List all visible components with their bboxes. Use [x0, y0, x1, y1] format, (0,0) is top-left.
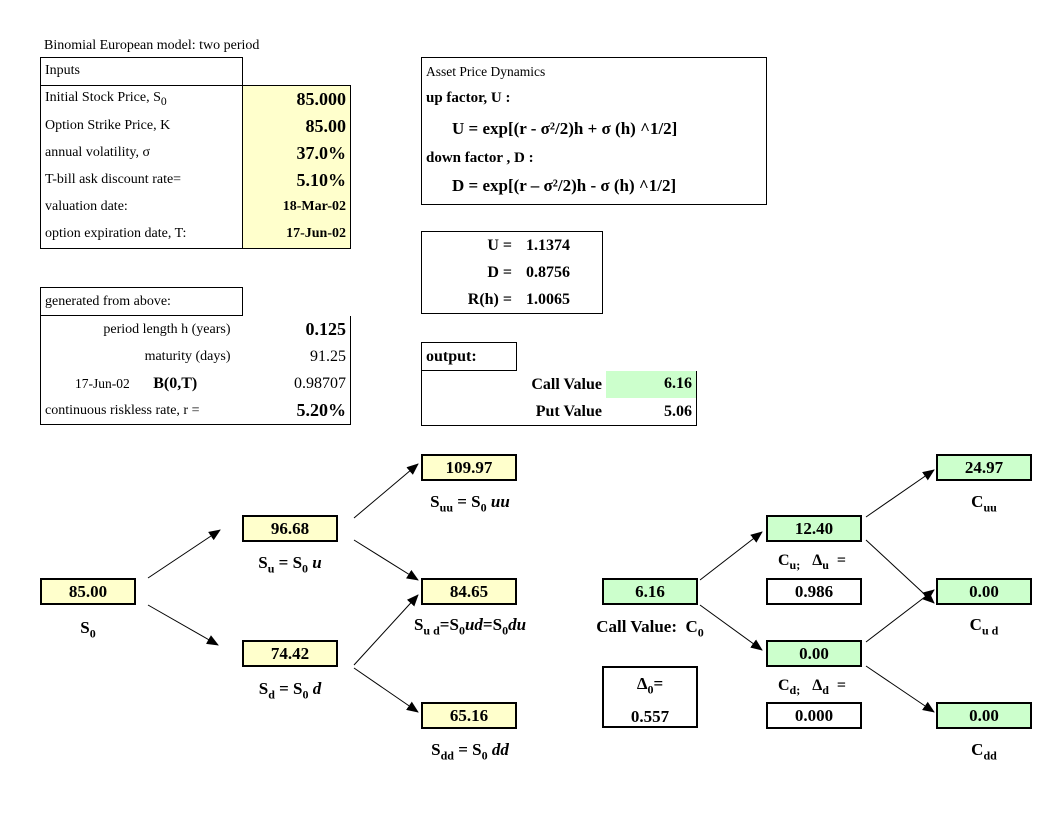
input-value-stock-price[interactable]: 85.000: [242, 84, 351, 113]
put-value-label: Put Value: [421, 398, 606, 426]
caption-c0: Call Value: C0: [596, 617, 704, 640]
maturity-value: 91.25: [242, 343, 351, 370]
generated-header: generated from above:: [40, 287, 243, 316]
period-length-label: period length h (years): [40, 315, 243, 343]
maturity-label: maturity (days): [40, 343, 243, 370]
input-label-stock-price: Initial Stock Price, S0: [40, 84, 243, 113]
caption-cd: Cd; Δd =: [777, 677, 847, 698]
arrow-su-suu: [353, 463, 419, 519]
caption-cdd: Cdd: [971, 740, 997, 763]
input-label-valuation-date: valuation date:: [40, 193, 243, 221]
caption-sud: Su d=S0ud=S0du: [413, 615, 527, 638]
input-value-valuation-date[interactable]: 18-Mar-02: [242, 193, 351, 221]
arrow-s0-sd: [147, 604, 219, 646]
delta0-box: Δ0= 0.557: [602, 666, 698, 728]
arrow-c0-cu: [699, 531, 763, 581]
input-label-strike: Option Strike Price, K: [40, 112, 243, 140]
input-value-volatility[interactable]: 37.0%: [242, 139, 351, 167]
arrow-cd-cdd: [865, 665, 935, 713]
caption-cuu: Cuu: [971, 492, 997, 515]
node-cdd: 0.00: [936, 702, 1032, 729]
rh-label: R(h) =: [467, 290, 512, 308]
input-value-tbill[interactable]: 5.10%: [242, 166, 351, 194]
u-label: U =: [487, 236, 512, 254]
arrow-s0-su: [147, 529, 221, 579]
generated-table: generated from above: period length h (y…: [40, 287, 351, 425]
output-table: output: Call Value 6.16 Put Value 5.06: [421, 342, 697, 426]
arrow-su-sud: [353, 539, 419, 581]
node-sdd: 65.16: [421, 702, 517, 729]
d-label: D =: [487, 263, 512, 281]
input-value-expiration[interactable]: 17-Jun-02: [242, 220, 351, 249]
d-value: 0.8756: [526, 263, 570, 281]
arrow-cu-cud: [865, 539, 935, 604]
caption-s0: S0: [80, 618, 96, 641]
node-suu: 109.97: [421, 454, 517, 481]
node-c0: 6.16: [602, 578, 698, 605]
arrow-sd-sud: [353, 594, 419, 666]
input-label-volatility: annual volatility, σ: [40, 139, 243, 167]
node-s0: 85.00: [40, 578, 136, 605]
rh-value: 1.0065: [526, 290, 570, 308]
caption-cud: Cu d: [969, 615, 999, 638]
u-value: 1.1374: [526, 236, 570, 254]
node-cu: 12.40: [766, 515, 862, 542]
output-header: output:: [421, 342, 517, 371]
asset-dynamics-box: Asset Price Dynamics up factor, U : U = …: [421, 57, 767, 205]
page-title: Binomial European model: two period: [44, 38, 260, 53]
caption-sdd: Sdd = S0 dd: [431, 740, 509, 763]
node-cd: 0.00: [766, 640, 862, 667]
delta0-label: Δ0=: [636, 674, 664, 697]
up-factor-formula: U = exp[(r - σ²/2)h + σ (h) ^1/2]: [452, 119, 678, 138]
input-label-expiration: option expiration date, T:: [40, 220, 243, 249]
arrow-c0-cd: [699, 604, 763, 651]
inputs-header: Inputs: [40, 57, 243, 86]
caption-cu: Cu; Δu =: [777, 552, 847, 573]
delta-u-box: 0.986: [766, 578, 862, 605]
down-factor-formula: D = exp[(r – σ²/2)h - σ (h) ^1/2]: [452, 176, 677, 195]
riskless-rate-value: 5.20%: [242, 397, 351, 425]
arrow-sd-sdd: [353, 667, 419, 713]
bond-row-label: 17-Jun-02 B(0,T): [40, 370, 243, 397]
call-value-label: Call Value: [421, 370, 606, 398]
caption-suu: Suu = S0 uu: [430, 492, 510, 515]
dynamics-header: Asset Price Dynamics: [426, 64, 546, 79]
input-value-strike[interactable]: 85.00: [242, 112, 351, 140]
node-sud: 84.65: [421, 578, 517, 605]
riskless-rate-label: continuous riskless rate, r =: [40, 397, 243, 425]
node-sd: 74.42: [242, 640, 338, 667]
node-cuu: 24.97: [936, 454, 1032, 481]
call-value-output: 6.16: [606, 370, 697, 398]
bond-label: B(0,T): [153, 374, 198, 392]
bond-value: 0.98707: [242, 370, 351, 397]
caption-su: Su = S0 u: [258, 553, 322, 576]
node-su: 96.68: [242, 515, 338, 542]
put-value-output: 5.06: [606, 398, 697, 426]
delta0-value: 0.557: [630, 707, 670, 727]
caption-sd: Sd = S0 d: [258, 679, 322, 702]
period-length-value: 0.125: [242, 315, 351, 343]
node-cud: 0.00: [936, 578, 1032, 605]
input-label-tbill: T-bill ask discount rate=: [40, 166, 243, 194]
arrow-cd-cud: [865, 589, 935, 643]
delta-d-box: 0.000: [766, 702, 862, 729]
factors-table: U = 1.1374 D = 0.8756 R(h) = 1.0065: [421, 231, 603, 314]
arrow-cu-cuu: [865, 469, 935, 518]
bond-date: 17-Jun-02: [75, 375, 130, 391]
inputs-table: Inputs Initial Stock Price, S0 85.000 Op…: [40, 57, 351, 249]
down-factor-label: down factor , D :: [426, 150, 534, 166]
up-factor-label: up factor, U :: [426, 90, 511, 106]
